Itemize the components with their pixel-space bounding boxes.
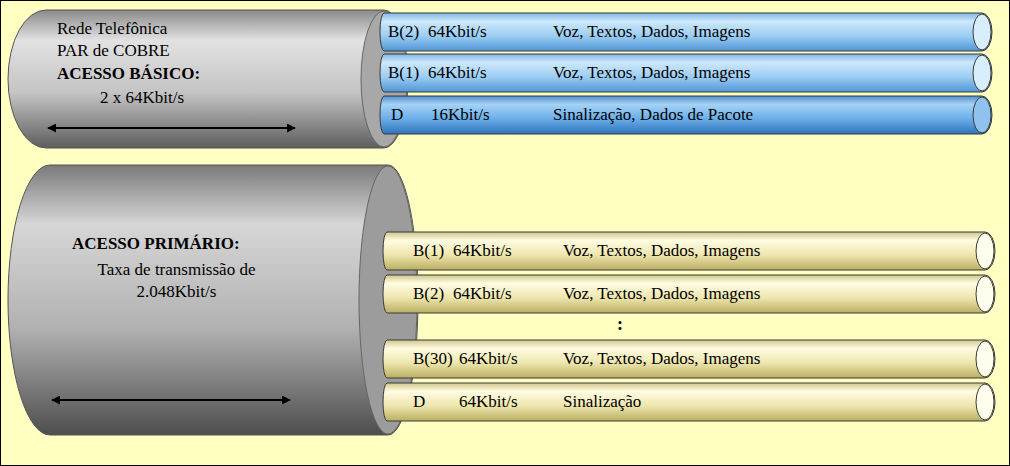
tube-face bbox=[973, 14, 991, 50]
channel-name: D bbox=[413, 391, 425, 413]
channel-use: Sinalização bbox=[563, 391, 641, 413]
channel-name: D bbox=[391, 104, 403, 126]
tube-face bbox=[973, 97, 991, 133]
channel-use: Sinalização, Dados de Pacote bbox=[553, 104, 753, 126]
channel-tube: B(1) 64Kbit/s Voz, Textos, Dados, Imagens bbox=[383, 232, 995, 270]
bit-rate: 16Kbit/s bbox=[431, 104, 490, 126]
tube-face bbox=[976, 384, 994, 420]
channel-name: B(30) bbox=[413, 348, 453, 370]
bit-rate: 64Kbit/s bbox=[428, 21, 487, 43]
channel-use: Voz, Textos, Dados, Imagens bbox=[553, 21, 750, 43]
channel-tube: B(2) 64Kbit/s Voz, Textos, Dados, Imagens bbox=[380, 13, 992, 51]
channel-tube: B(2) 64Kbit/s Voz, Textos, Dados, Imagens bbox=[383, 275, 995, 313]
tube-face bbox=[976, 341, 994, 377]
channel-name: B(2) bbox=[413, 283, 444, 305]
double-arrow bbox=[52, 399, 290, 401]
tube-face bbox=[976, 276, 994, 312]
double-arrow bbox=[48, 127, 295, 129]
channel-use: Voz, Textos, Dados, Imagens bbox=[563, 348, 760, 370]
tube-body bbox=[383, 232, 995, 270]
copper-pair-cylinder: Rede Telefônica PAR de COBREACESSO BÁSIC… bbox=[8, 10, 408, 148]
channel-name: B(1) bbox=[388, 62, 419, 84]
tube-body bbox=[380, 96, 992, 134]
access-text: Rede Telefônica PAR de COBRE bbox=[57, 18, 192, 62]
bit-rate: 64Kbit/s bbox=[459, 391, 518, 413]
bit-rate: 64Kbit/s bbox=[459, 348, 518, 370]
bit-rate: 64Kbit/s bbox=[453, 283, 512, 305]
cylinder-body bbox=[8, 165, 418, 435]
tube-face bbox=[973, 55, 991, 91]
channel-name: B(2) bbox=[388, 21, 419, 43]
access-text: ACESSO BÁSICO: bbox=[57, 63, 200, 85]
channel-use: Voz, Textos, Dados, Imagens bbox=[563, 283, 760, 305]
access-text: ACESSO PRIMÁRIO: bbox=[72, 233, 240, 255]
continuation-dots: : bbox=[617, 314, 623, 334]
tube-body bbox=[383, 340, 995, 378]
channel-use: Voz, Textos, Dados, Imagens bbox=[553, 62, 750, 84]
bit-rate: 64Kbit/s bbox=[428, 62, 487, 84]
tube-face bbox=[976, 233, 994, 269]
bit-rate: 64Kbit/s bbox=[453, 240, 512, 262]
channel-name: B(1) bbox=[413, 240, 444, 262]
channel-tube: B(1) 64Kbit/s Voz, Textos, Dados, Imagens bbox=[380, 54, 992, 92]
access-text: 2 x 64Kbit/s bbox=[100, 87, 184, 109]
tube-body bbox=[383, 275, 995, 313]
channel-tube: D 64Kbit/s Sinalização bbox=[383, 383, 995, 421]
access-text: Taxa de transmissão de 2.048Kbit/s bbox=[64, 259, 289, 303]
channel-use: Voz, Textos, Dados, Imagens bbox=[563, 240, 760, 262]
copper-pair-cylinder: ACESSO PRIMÁRIO: Taxa de transmissão de 2… bbox=[8, 165, 418, 435]
channel-tube: B(30) 64Kbit/s Voz, Textos, Dados, Imagens bbox=[383, 340, 995, 378]
channel-tube: D 16Kbit/s Sinalização, Dados de Pacote bbox=[380, 96, 992, 134]
tube-body bbox=[383, 383, 995, 421]
tube-body bbox=[380, 54, 992, 92]
tube-body bbox=[380, 13, 992, 51]
cylinder-body bbox=[8, 10, 408, 148]
